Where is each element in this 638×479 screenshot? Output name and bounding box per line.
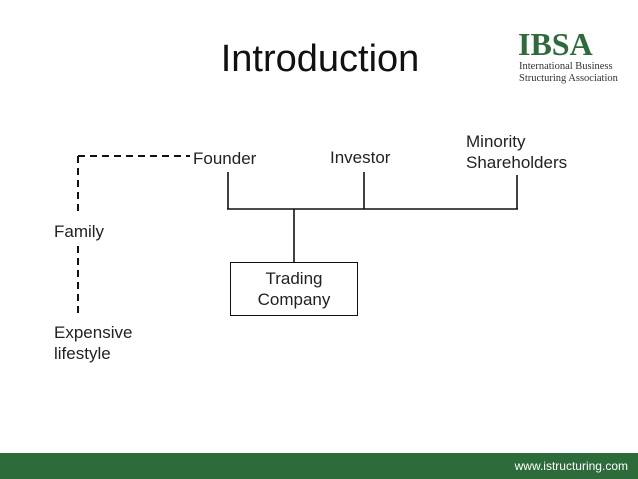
minority-line-1: Minority xyxy=(466,132,526,151)
logo-line-2: Structuring Association xyxy=(519,73,618,84)
ibsa-logo: IBSA International Business Structuring … xyxy=(518,28,630,84)
expensive-lifestyle-label: Expensive lifestyle xyxy=(54,322,132,364)
minority-line-2: Shareholders xyxy=(466,153,568,172)
trading-company-box: Trading Company xyxy=(230,262,358,316)
family-label: Family xyxy=(54,222,105,241)
company-line-2: Company xyxy=(257,290,331,309)
logo-line-1: International Business xyxy=(519,61,613,72)
slide-title: Introduction xyxy=(220,38,420,80)
investor-label: Investor xyxy=(330,148,391,167)
footer-url: www.istructuring.com xyxy=(514,459,628,473)
minority-shareholders-label: Minority Shareholders xyxy=(466,131,567,173)
company-line-1: Trading xyxy=(265,269,323,288)
expensive-line-1: Expensive xyxy=(54,323,133,342)
logo-mark: IBSA xyxy=(518,26,593,62)
founder-label: Founder xyxy=(193,149,257,168)
expensive-line-2: lifestyle xyxy=(54,344,111,363)
footer-bar: www.istructuring.com xyxy=(0,453,638,479)
